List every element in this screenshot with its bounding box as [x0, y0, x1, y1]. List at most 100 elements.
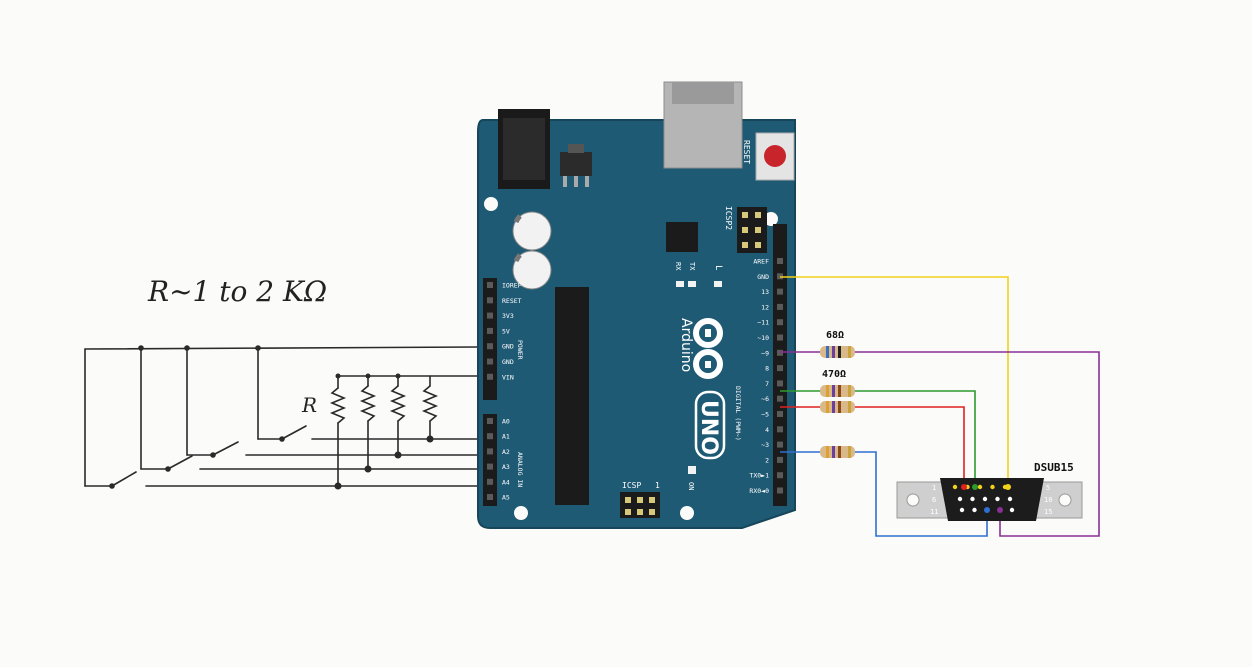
digital-pin-label: ~10	[757, 334, 769, 342]
analog-pin-label: A0	[502, 418, 510, 426]
power-pin-label: VIN	[502, 373, 514, 381]
switch-a4	[167, 455, 193, 470]
power-pin-label: IOREF	[502, 282, 522, 290]
dsub-pin-purple	[997, 507, 1003, 513]
power-pin	[487, 373, 493, 380]
digital-pin	[777, 441, 783, 448]
rx-label: RX	[674, 262, 682, 271]
dsub-pin	[995, 496, 1000, 502]
resistor-470-ohm-b	[820, 401, 855, 413]
power-pin	[487, 343, 493, 350]
analog-pin-label: A1	[502, 433, 510, 441]
dsub-pin	[952, 484, 958, 490]
icsp2-header	[737, 207, 767, 253]
mounting-hole	[764, 212, 778, 226]
digital-pin-label: AREF	[753, 258, 769, 266]
analog-pin	[487, 494, 493, 500]
digital-pin	[777, 288, 783, 295]
analog-header	[483, 414, 497, 506]
dsub15-label: DSUB15	[1034, 461, 1074, 474]
pin3-wire-b	[855, 451, 988, 537]
resistor-68-label: 68Ω	[826, 330, 844, 341]
power-pin	[487, 358, 493, 365]
analog-pin	[487, 418, 493, 424]
resistor-68-ohm	[820, 346, 855, 358]
digital-pin	[777, 380, 783, 387]
analog-pin	[487, 448, 493, 455]
resistor-470-ohm-a	[820, 385, 855, 397]
digital-pin-label: 12	[761, 303, 769, 311]
digital-pin	[777, 319, 783, 326]
analog-pin	[487, 463, 493, 470]
capacitor	[512, 211, 552, 251]
power-pin-label: RESET	[502, 297, 522, 305]
resistance-note: R~1 to 2 KΩ	[147, 275, 327, 308]
gnd-wire	[780, 276, 1009, 484]
icsp-pin1-label: 1	[655, 481, 660, 490]
digital-pin-label: RX0◄0	[749, 487, 769, 495]
analog-pin-label: A5	[502, 494, 510, 502]
digital-pin	[777, 487, 783, 494]
digital-pin	[777, 365, 783, 372]
power-pin-label: 3V3	[502, 312, 514, 320]
power-pin-label: GND	[502, 343, 514, 351]
on-led	[688, 466, 696, 474]
pin-label-1: 1	[932, 484, 936, 492]
power-pin-label: 5V	[502, 327, 510, 335]
pin6-wire-b	[855, 406, 965, 486]
digital-pin	[777, 411, 783, 417]
dsub-pin	[959, 507, 965, 513]
digital-pin-label: ~11	[757, 319, 769, 327]
dsub-pin	[972, 507, 977, 513]
mounting-hole	[680, 506, 694, 520]
icsp-label: ICSP	[622, 481, 641, 490]
power-header	[483, 278, 497, 400]
capacitor	[512, 250, 552, 290]
power-section-label: POWER	[516, 340, 524, 360]
usb-chip	[666, 222, 698, 252]
digital-pin-label: ~3	[761, 441, 769, 449]
junction-dots	[109, 345, 434, 490]
icsp2-label: ICSP2	[724, 206, 733, 230]
digital-pin-label: 4	[765, 426, 769, 434]
digital-pin	[777, 303, 783, 310]
pin-label-15: 15	[1044, 508, 1052, 516]
pulldown-resistor-1	[329, 387, 347, 424]
pin-label-6: 6	[932, 496, 936, 504]
dsub-pin-red	[961, 484, 967, 490]
analog-pin-label: A3	[502, 463, 510, 471]
voltage-regulator	[560, 152, 592, 176]
analog-section-label: ANALOG IN	[516, 452, 524, 487]
dsub-pin	[957, 496, 963, 502]
power-pin	[487, 297, 493, 304]
arduino-uno-board: RESET ICSP2 RX TX L Arduino	[477, 81, 796, 529]
digital-pin	[777, 426, 783, 433]
mounting-hole	[484, 197, 498, 211]
power-pin	[487, 327, 493, 334]
dsub-pin	[1009, 507, 1015, 513]
uno-badge	[694, 390, 726, 460]
dsub-pin-green	[972, 484, 978, 490]
tx-led	[688, 281, 696, 287]
power-pin-label: GND	[502, 358, 514, 366]
digital-section-label: DIGITAL (PWM~)	[734, 386, 742, 441]
switch-a5	[111, 471, 137, 487]
5v-rail-wire	[84, 346, 479, 350]
tx-label: TX	[688, 262, 696, 271]
digital-pin-label: ~5	[761, 411, 769, 419]
reset-label: RESET	[742, 140, 751, 164]
pin-label-10: 10	[1044, 496, 1052, 504]
dsub-pin	[990, 484, 995, 490]
digital-pin-label: 2	[765, 456, 769, 464]
power-pin	[487, 282, 493, 288]
mounting-hole	[514, 506, 528, 520]
wiring	[780, 276, 1100, 537]
digital-pin-label: 13	[761, 288, 769, 296]
resistor-r-label: R	[301, 393, 317, 417]
digital-pin-label: GND	[757, 273, 769, 281]
power-pin	[487, 312, 493, 319]
digital-pin-label: TX0►1	[749, 472, 769, 480]
dsub-pin	[970, 496, 975, 502]
series-resistors: 68Ω 470Ω	[820, 330, 855, 458]
